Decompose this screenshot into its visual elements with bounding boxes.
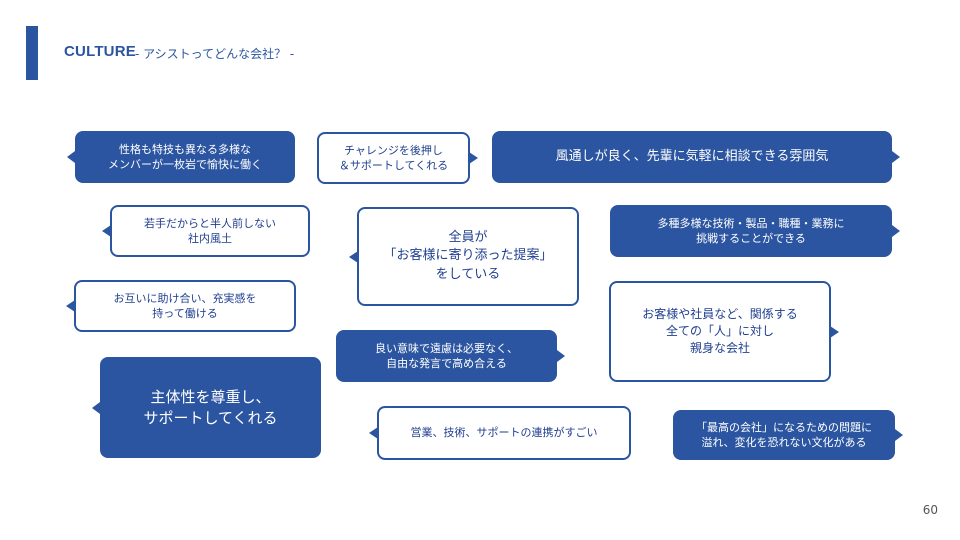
speech-bubble-respect-initiative: 主体性を尊重し、 サポートしてくれる [92, 357, 321, 458]
bubble-text: 良い意味で遠慮は必要なく、 自由な発言で高め合える [375, 341, 518, 370]
bubble-text: 主体性を尊重し、 サポートしてくれる [143, 387, 278, 427]
speech-bubble-challenge-support: チャレンジを後押し ＆サポートしてくれる [317, 132, 478, 184]
bubble-text: 風通しが良く、先輩に気軽に相談できる雰囲気 [555, 148, 829, 164]
page-number: 60 [922, 503, 938, 517]
bubble-tail [67, 151, 75, 163]
bubble-text: 全員が 「お客様に寄り添った提案」 をしている [383, 230, 553, 282]
accent-bar [26, 26, 38, 80]
bubble-tail [349, 250, 358, 263]
speech-bubble-diverse-members: 性格も特技も異なる多様な メンバーが一枚岩で愉快に働く [67, 131, 295, 183]
bubble-tail [66, 300, 75, 312]
bubble-text: 若手だからと半人前しない 社内風土 [144, 216, 276, 245]
speech-bubble-people-first: お客様や社員など、関係する 全ての「人」に対し 親身な会社 [609, 281, 839, 382]
bubble-text: チャレンジを後押し ＆サポートしてくれる [338, 143, 449, 172]
page-subtitle: - アシストってどんな会社？ - [135, 47, 295, 61]
speech-bubble-teamwork: 営業、技術、サポートの連携がすごい [369, 406, 631, 460]
bubble-tail [557, 350, 565, 362]
bubble-text: お互いに助け合い、充実感を 持って働ける [113, 291, 257, 320]
speech-bubble-customer-proposal: 全員が 「お客様に寄り添った提案」 をしている [349, 207, 579, 306]
speech-bubble-mutual-help: お互いに助け合い、充実感を 持って働ける [66, 280, 296, 332]
bubble-text: 性格も特技も異なる多様な メンバーが一枚岩で愉快に働く [108, 142, 262, 171]
bubble-tail [830, 325, 839, 338]
speech-bubble-change-culture: 「最高の会社」になるための問題に 溢れ、変化を恐れない文化がある [673, 410, 903, 460]
bubble-tail [895, 429, 903, 441]
page-title: CULTURE [64, 43, 136, 60]
bubble-text: 営業、技術、サポートの連携がすごい [410, 426, 598, 440]
bubble-text: 「最高の会社」になるための問題に 溢れ、変化を恐れない文化がある [696, 420, 872, 449]
bubble-tail [892, 151, 900, 163]
bubble-tail [102, 225, 111, 237]
bubble-tail [369, 427, 378, 439]
bubble-tail [92, 401, 100, 414]
speech-bubble-open-atmosphere: 風通しが良く、先輩に気軽に相談できる雰囲気 [492, 131, 900, 183]
bubble-tail [892, 225, 900, 237]
speech-bubble-free-speech: 良い意味で遠慮は必要なく、 自由な発言で高め合える [336, 330, 565, 382]
bubble-text: お客様や社員など、関係する 全ての「人」に対し 親身な会社 [642, 307, 798, 355]
bubble-text: 多種多様な技術・製品・職種・業務に 挑戦することができる [657, 216, 845, 245]
speech-bubble-young-staff: 若手だからと半人前しない 社内風土 [102, 205, 310, 257]
bubble-tail [469, 152, 478, 164]
speech-bubble-diverse-challenges: 多種多様な技術・製品・職種・業務に 挑戦することができる [610, 205, 900, 257]
